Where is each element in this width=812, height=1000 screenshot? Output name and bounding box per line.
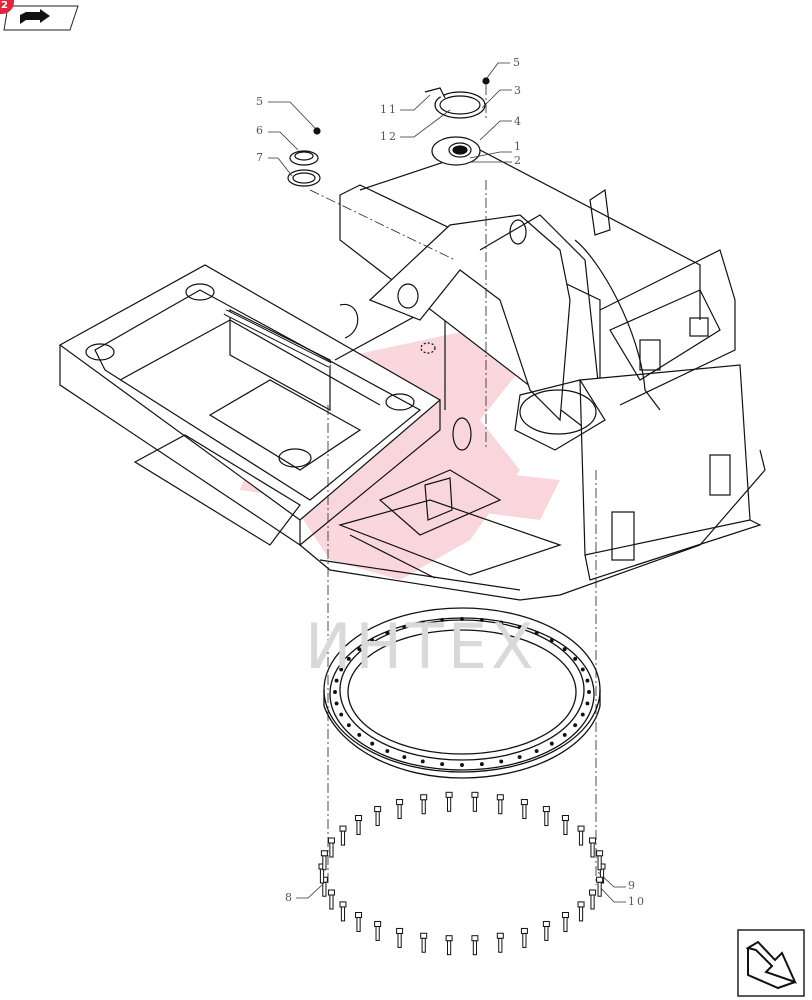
leader-lines [268,62,626,903]
ring-bolt-hole [385,749,390,754]
ring-bolt-hole [402,625,407,629]
bolt [355,814,363,835]
ring-bolt-hole [460,763,464,767]
bolt [396,799,404,820]
callout-12: 12 [380,130,398,143]
ring-bolt-hole [534,749,539,754]
ring-bolt-hole [479,617,484,622]
bolt [561,814,569,835]
top-return-arrow-icon[interactable] [3,5,79,31]
ring-bolt-hole [499,620,504,625]
bolt [596,876,604,897]
bolt [318,863,326,884]
ring-bolt-hole [402,755,407,759]
callout-10: 10 [628,895,646,908]
ring-bolt-hole [585,678,590,683]
ring-bolt-hole [580,712,585,717]
ring-bolt-hole [339,667,344,672]
ring-bolt-hole [479,762,484,767]
ring-bolt-hole [499,759,504,764]
ring-bolt-hole [580,667,585,672]
watermark-text: ИНТЕХ [305,610,538,683]
ring-bolt-hole [585,701,590,706]
ring-bolt-hole [357,732,362,737]
ring-bolt-hole [346,656,351,661]
ring-bolt-hole [370,741,375,746]
callout-11: 11 [380,103,398,116]
bolt [355,912,363,933]
ring-bolt-hole [334,678,339,683]
ring-bolt-hole [333,690,337,694]
bolt [327,889,335,910]
ring-bolt-hole [385,630,390,635]
ring-bolt-hole [334,701,339,706]
ring-bolt-hole [562,732,567,737]
bolt [542,920,550,941]
bolt [596,850,604,871]
bolt [496,932,504,953]
ring-bolt-hole [549,638,554,643]
bolt [589,889,597,910]
ring-bolt-hole [440,617,445,622]
bolt [420,932,428,953]
slewing-ring [323,607,601,779]
callout-8: 8 [285,891,294,904]
bolt-circle [318,791,606,956]
callout-1: 1 [514,140,523,153]
bolt [520,799,528,820]
bolt [374,920,382,941]
callout-9: 9 [628,879,637,892]
callout-7: 7 [256,151,265,164]
ring-bolt-hole [549,741,554,746]
bolt [320,850,328,871]
ring-bolt-hole [534,630,539,635]
bolt [520,927,528,948]
callout-5: 5 [513,56,522,69]
ring-bolt-hole [517,625,522,629]
bolt [471,935,479,956]
ring-bolt-hole [346,723,351,728]
bolt [445,791,453,812]
upper-frame [58,149,766,601]
ring-bolt-hole [562,647,567,652]
bolt [496,794,504,815]
forward-arrow-icon[interactable] [737,929,805,997]
callout-2: 2 [514,154,523,167]
ring-bolt-hole [460,617,464,621]
bolt [396,927,404,948]
centre-lines [309,85,597,885]
bolt [339,901,347,922]
ring-bolt-hole [357,647,362,652]
ring-bolt-hole [587,690,591,694]
ring-bolt-hole [420,620,425,625]
bolt [561,912,569,933]
bolt [420,794,428,815]
ring-bolt-hole [370,638,375,643]
bolt [327,837,335,858]
bolt [374,806,382,827]
callout-3: 3 [514,84,523,97]
callout-4: 4 [514,115,523,128]
callout-5-left: 5 [256,95,265,108]
bolt [445,935,453,956]
bolt [471,791,479,812]
ring-bolt-hole [573,656,578,661]
ring-bolt-hole [517,755,522,759]
bolt [542,806,550,827]
bolt [589,837,597,858]
callout-6: 6 [256,124,265,137]
ring-bolt-hole [339,712,344,717]
bolt [577,825,585,846]
bolt [339,825,347,846]
ring-bolt-hole [420,759,425,764]
bolt [577,901,585,922]
ring-bolt-hole [440,762,445,767]
ring-bolt-hole [573,723,578,728]
